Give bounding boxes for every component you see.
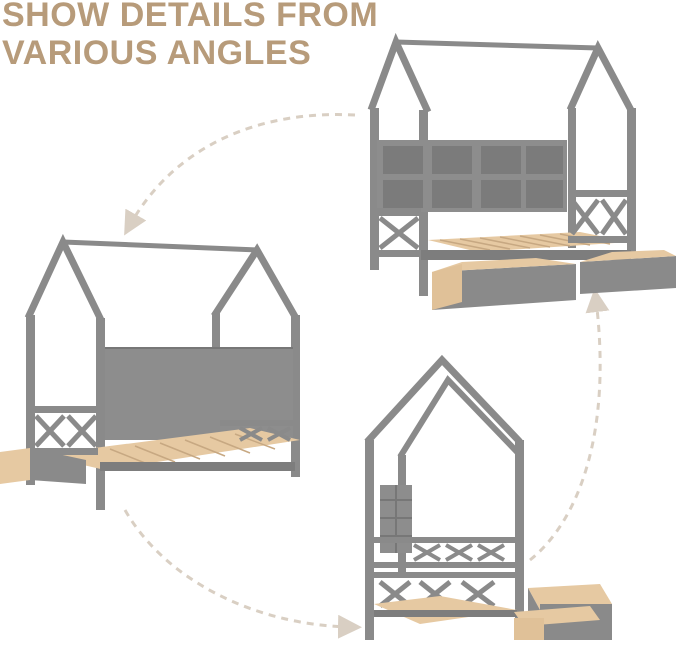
arrow-right (529, 288, 610, 562)
headline-line-2: VARIOUS ANGLES (2, 34, 312, 72)
arrow-top-left (124, 113, 356, 236)
arrow-bottom-left (123, 509, 362, 639)
headline: SHOW DETAILS FROM VARIOUS ANGLES (2, 0, 378, 72)
bed-view-side (364, 354, 612, 640)
curved-dashed-arrow-icon (123, 509, 362, 639)
curved-dashed-arrow-icon (529, 288, 610, 562)
headline-line-1: SHOW DETAILS FROM (2, 0, 379, 34)
bed-view-front (367, 32, 676, 310)
bed-view-back (0, 233, 301, 510)
curved-dashed-arrow-icon (124, 113, 356, 236)
